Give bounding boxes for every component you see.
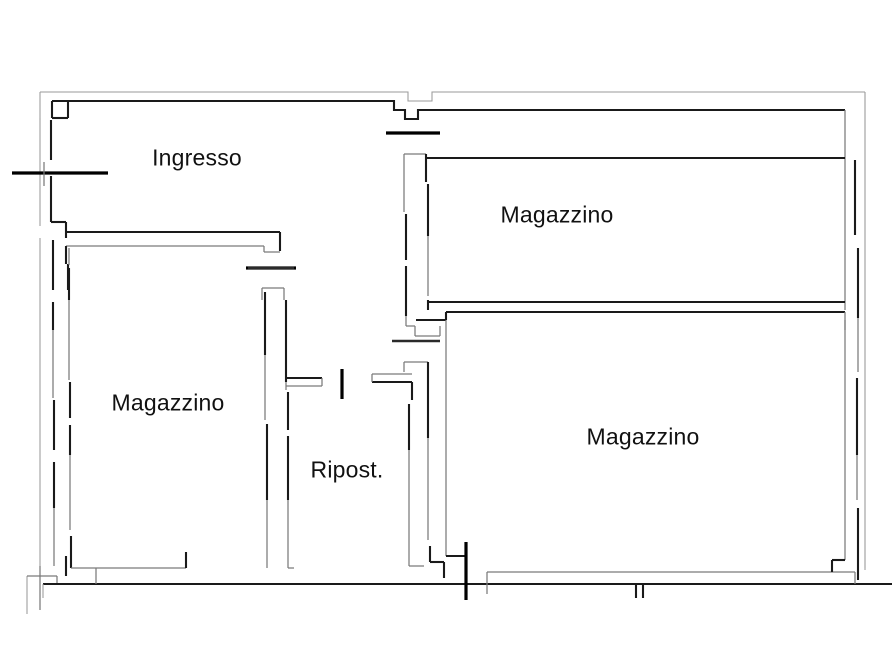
partition-magazzino-left-ripost bbox=[261, 287, 294, 569]
room-label-ripost: Ripost. bbox=[310, 456, 384, 483]
room-boundary-magazzino-topright bbox=[415, 156, 845, 337]
wall-stub-lower-left bbox=[64, 552, 188, 584]
exterior-wall-left-inner bbox=[49, 120, 68, 566]
partition-ingresso-magazzino-left bbox=[64, 230, 282, 290]
door-mark-ripost-magazzino-right bbox=[371, 373, 412, 384]
room-label-ingresso: Ingresso bbox=[152, 144, 242, 171]
entry-door-mark bbox=[12, 162, 108, 186]
exterior-wall-top-inner bbox=[50, 99, 845, 121]
room-label-magazzino-bottom-right: Magazzino bbox=[586, 423, 700, 450]
exterior-wall-bottom-right-step bbox=[830, 558, 845, 572]
door-mark-magazzino-left-ripost bbox=[286, 376, 323, 387]
room-boundary-magazzino-bottomright bbox=[445, 320, 467, 572]
room-label-magazzino-top-right: Magazzino bbox=[500, 201, 614, 228]
partition-ingresso-magazzino-topright bbox=[403, 153, 430, 336]
partition-magazzino-topright-bottomright bbox=[416, 310, 846, 330]
interior-wall-magazzino-left-west bbox=[67, 248, 186, 569]
exterior-wall-bottom bbox=[26, 566, 892, 614]
partition-ripost-east bbox=[403, 361, 446, 578]
room-label-magazzino-left: Magazzino bbox=[111, 389, 225, 416]
exterior-wall-right bbox=[844, 92, 866, 580]
